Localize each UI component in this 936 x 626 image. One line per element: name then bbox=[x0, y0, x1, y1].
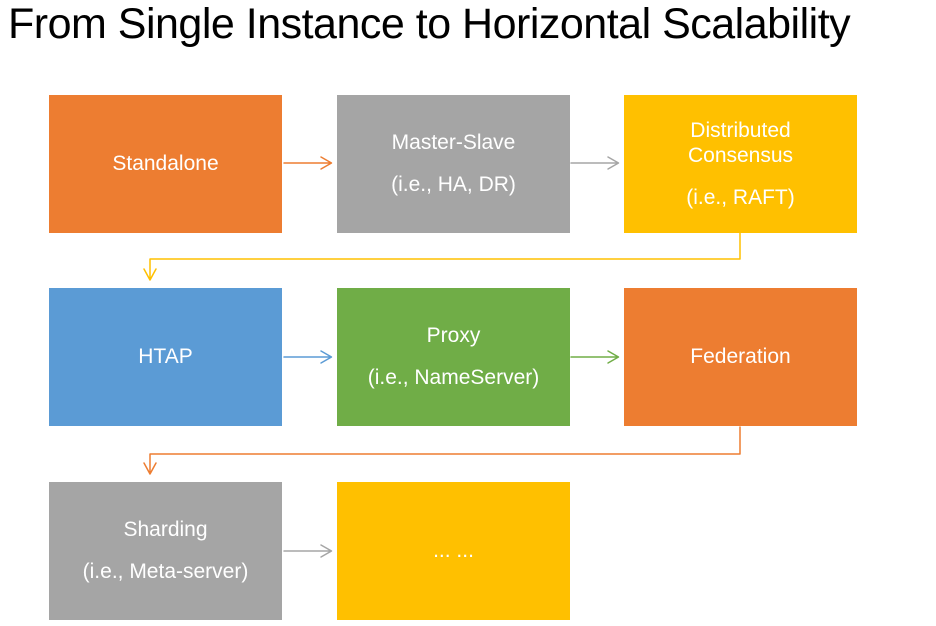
node-label: Master-Slave bbox=[391, 131, 516, 155]
arrow-proxy-to-federation bbox=[570, 350, 620, 364]
node-label: Sharding bbox=[123, 518, 208, 542]
node-distributed-consensus: Distributed Consensus (i.e., RAFT) bbox=[624, 95, 857, 233]
node-label: Standalone bbox=[112, 152, 219, 176]
node-federation: Federation bbox=[624, 288, 857, 426]
node-sharding: Sharding (i.e., Meta-server) bbox=[49, 482, 282, 620]
node-sublabel: (i.e., NameServer) bbox=[367, 366, 540, 389]
arrow-htap-to-proxy bbox=[283, 350, 333, 364]
arrow-standalone-to-master-slave bbox=[283, 156, 333, 170]
node-label: HTAP bbox=[138, 345, 193, 369]
node-standalone: Standalone bbox=[49, 95, 282, 233]
node-label: ... ... bbox=[433, 539, 474, 563]
arrow-federation-to-sharding bbox=[143, 426, 741, 475]
arrow-sharding-to-more bbox=[283, 544, 333, 558]
arrow-distributed-consensus-to-htap bbox=[143, 232, 741, 281]
node-sublabel: (i.e., HA, DR) bbox=[391, 173, 516, 196]
node-sublabel: (i.e., RAFT) bbox=[686, 185, 795, 209]
node-sublabel: (i.e., Meta-server) bbox=[82, 560, 249, 583]
node-label: Proxy bbox=[426, 324, 481, 348]
node-label: Distributed Consensus bbox=[687, 118, 794, 168]
node-master-slave: Master-Slave (i.e., HA, DR) bbox=[337, 95, 570, 233]
node-more: ... ... bbox=[337, 482, 570, 620]
page-title: From Single Instance to Horizontal Scala… bbox=[8, 0, 851, 48]
arrow-master-slave-to-distributed-consensus bbox=[570, 156, 620, 170]
node-htap: HTAP bbox=[49, 288, 282, 426]
node-label: Federation bbox=[690, 345, 791, 369]
node-proxy: Proxy (i.e., NameServer) bbox=[337, 288, 570, 426]
